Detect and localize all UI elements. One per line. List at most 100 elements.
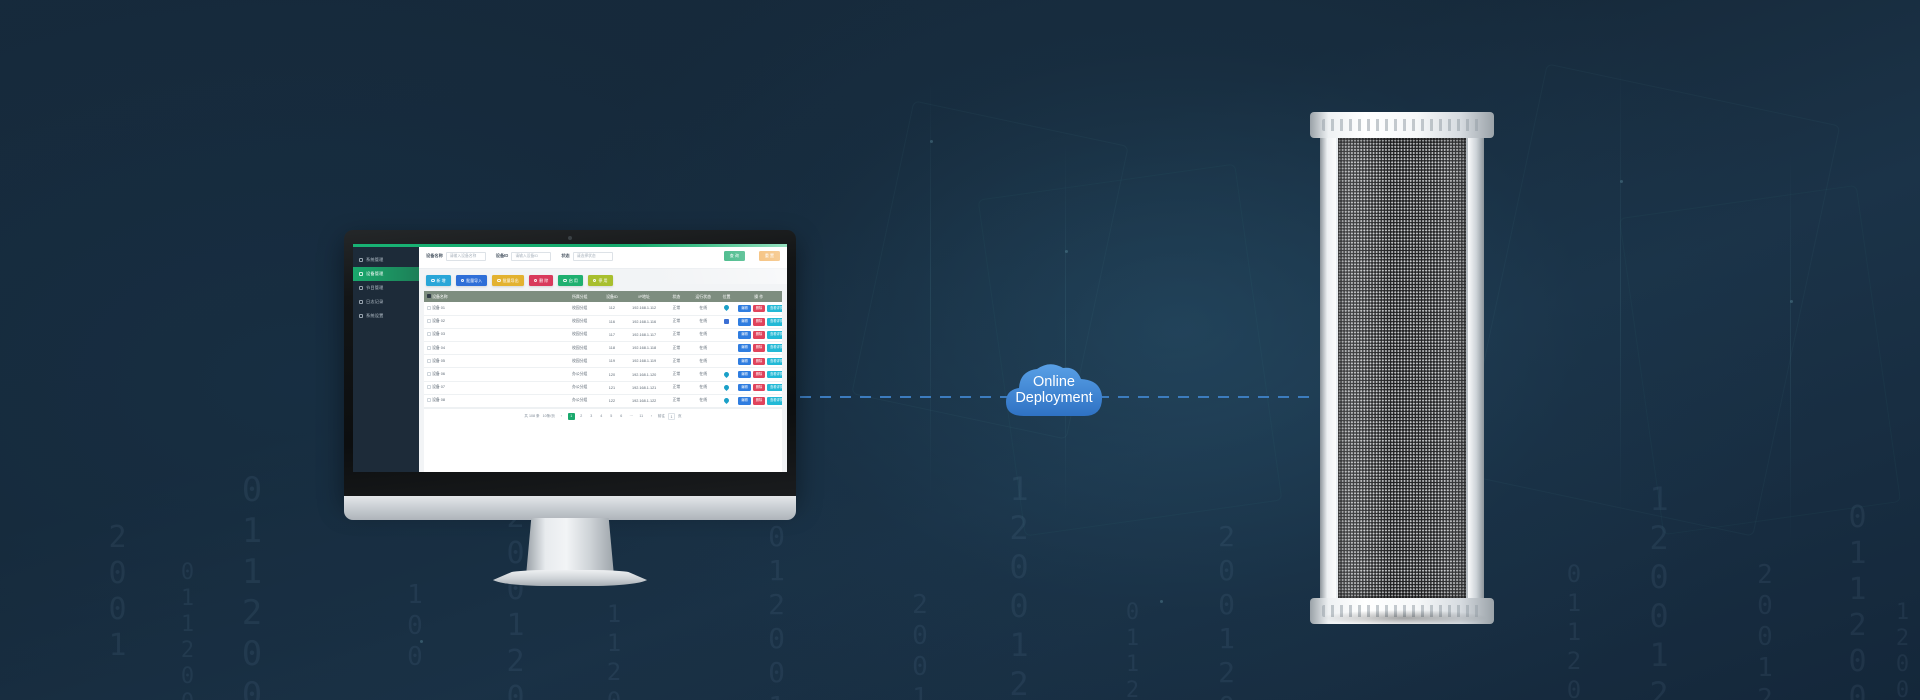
page-button-3[interactable]: 3 [590, 414, 593, 418]
log-icon [359, 300, 363, 304]
col-state: 状态 [663, 291, 689, 302]
last-page-button[interactable]: 11 [639, 414, 644, 418]
edit-button[interactable]: 编辑 [738, 383, 751, 392]
cell-state: 正常 [663, 315, 689, 329]
row-checkbox[interactable] [427, 372, 431, 377]
cell-location[interactable] [717, 354, 736, 369]
page-button-1[interactable]: 1 [567, 413, 575, 420]
page-button-2[interactable]: 2 [580, 414, 583, 418]
delete-row-button[interactable]: 删除 [752, 357, 766, 366]
sidebar-item-log[interactable]: 日志记录 [353, 295, 419, 309]
view-detail-button[interactable]: 查看详情 [767, 397, 782, 405]
next-page-button[interactable]: › [650, 414, 652, 418]
view-detail-button[interactable]: 查看详情 [767, 304, 782, 313]
cell-location[interactable] [717, 341, 736, 356]
filter-device-id: 设备ID 请输入设备ID [496, 251, 552, 261]
row-checkbox[interactable] [427, 319, 431, 324]
device-id-input[interactable]: 请输入设备ID [511, 251, 552, 261]
binary-column: 01120 [1560, 560, 1588, 700]
sidebar-item-settings[interactable]: 系统设置 [353, 309, 419, 323]
delete-row-button[interactable]: 删除 [752, 331, 766, 339]
enable-button[interactable]: 启 用 [558, 275, 583, 286]
view-detail-button[interactable]: 查看详情 [767, 318, 782, 326]
delete-row-button[interactable]: 删除 [752, 304, 766, 313]
view-detail-button[interactable]: 查看详情 [767, 357, 782, 366]
cell-location[interactable] [717, 381, 736, 395]
sidebar-item-label: 系统设置 [366, 313, 384, 318]
download-icon [497, 278, 501, 283]
view-detail-button[interactable]: 查看详情 [767, 331, 782, 339]
cell-location[interactable] [717, 394, 736, 409]
device-icon [359, 272, 363, 276]
table-row[interactable]: 设备 06 办公分组 120 192.168.1.120 正常 在线 编 [424, 367, 782, 382]
speaker-edge-right [1468, 130, 1484, 606]
cell-location[interactable] [717, 302, 736, 316]
delete-row-button[interactable]: 删除 [752, 344, 766, 352]
device-name-input[interactable]: 请输入设备名称 [445, 251, 486, 261]
binary-column: 20012001 [498, 500, 533, 700]
cell-location[interactable] [717, 367, 736, 382]
search-button[interactable]: 查 询 [723, 251, 745, 261]
table-row[interactable]: 设备 02 校园分组 116 192.168.1.116 正常 在线 编 [424, 315, 782, 329]
row-checkbox[interactable] [427, 385, 431, 390]
view-detail-button[interactable]: 查看详情 [767, 383, 782, 392]
delete-row-button[interactable]: 删除 [752, 370, 766, 379]
goto-label: 前往 [657, 414, 665, 418]
delete-button[interactable]: 删 除 [528, 275, 554, 286]
page-button-4[interactable]: 4 [600, 414, 603, 418]
mesh-node [1065, 250, 1068, 253]
cell-location[interactable] [717, 328, 736, 343]
page-button-6[interactable]: 6 [620, 414, 623, 418]
table-row[interactable]: 设备 07 办公分组 121 192.168.1.121 正常 在线 编 [424, 381, 782, 395]
edit-button[interactable]: 编辑 [738, 344, 751, 352]
edit-button[interactable]: 编辑 [738, 318, 751, 326]
edit-button[interactable]: 编辑 [738, 357, 751, 366]
add-button[interactable]: 新 增 [426, 275, 451, 286]
cell-run-state: 在线 [688, 381, 718, 395]
delete-row-button[interactable]: 删除 [752, 397, 766, 405]
table-row[interactable]: 设备 03 校园分组 117 192.168.1.117 正常 在线 编 [424, 328, 782, 343]
row-checkbox[interactable] [427, 358, 431, 363]
sidebar-item-program[interactable]: 节目管理 [353, 281, 419, 295]
cell-group: 校园分组 [560, 341, 600, 356]
select-all-checkbox[interactable] [427, 294, 431, 299]
batch-export-button[interactable]: 批量导出 [492, 275, 524, 286]
row-checkbox[interactable] [427, 398, 431, 403]
edit-button[interactable]: 编辑 [738, 397, 751, 405]
cell-ip: 192.168.1.116 [624, 315, 664, 329]
sidebar-item-system[interactable]: 系统管理 [353, 253, 419, 267]
reset-button[interactable]: 重 置 [758, 251, 780, 261]
table-row[interactable]: 设备 08 办公分组 122 192.168.1.122 正常 在线 编 [424, 394, 782, 409]
batch-import-button[interactable]: 批量导入 [455, 275, 488, 286]
page-size-select[interactable]: 10条/页 [542, 414, 555, 418]
button-label: 批量导入 [466, 277, 483, 283]
column-speaker [1302, 112, 1502, 626]
status-select[interactable]: 请选择状态 [572, 251, 613, 261]
table-row[interactable]: 设备 04 校园分组 118 192.168.1.118 正常 在线 编 [424, 341, 782, 356]
binary-column: 12001200 [1640, 480, 1678, 700]
sidebar-item-device[interactable]: 设备管理 [353, 267, 419, 281]
view-detail-button[interactable]: 查看详情 [767, 344, 782, 352]
table-row[interactable]: 设备 01 校园分组 112 192.168.1.112 正常 在线 编 [424, 302, 782, 316]
cell-location[interactable] [717, 315, 736, 329]
edit-button[interactable]: 编辑 [738, 370, 751, 379]
delete-row-button[interactable]: 删除 [752, 383, 766, 392]
page-button-5[interactable]: 5 [610, 414, 613, 418]
delete-row-button[interactable]: 删除 [752, 318, 766, 326]
row-checkbox[interactable] [427, 305, 431, 310]
edit-button[interactable]: 编辑 [738, 304, 751, 313]
cloud-icon [1006, 364, 1103, 416]
disable-button[interactable]: 停 用 [587, 275, 613, 286]
cell-actions: 编辑 删除 查看详情 [735, 354, 782, 369]
cell-device-name: 设备 04 [424, 341, 561, 356]
prev-page-button[interactable]: ‹ [560, 414, 562, 418]
view-detail-button[interactable]: 查看详情 [767, 370, 782, 379]
goto-input[interactable]: 1 [667, 413, 675, 420]
edit-button[interactable]: 编辑 [738, 331, 751, 339]
cell-ip: 192.168.1.118 [624, 341, 664, 356]
table-row[interactable]: 设备 05 校园分组 119 192.168.1.119 正常 在线 编 [424, 354, 782, 369]
row-checkbox[interactable] [427, 345, 431, 350]
monitor-screen: 系统管理 设备管理 节目管理 日志记录 [353, 244, 787, 472]
cell-group: 办公分组 [560, 381, 600, 395]
row-checkbox[interactable] [427, 332, 431, 337]
